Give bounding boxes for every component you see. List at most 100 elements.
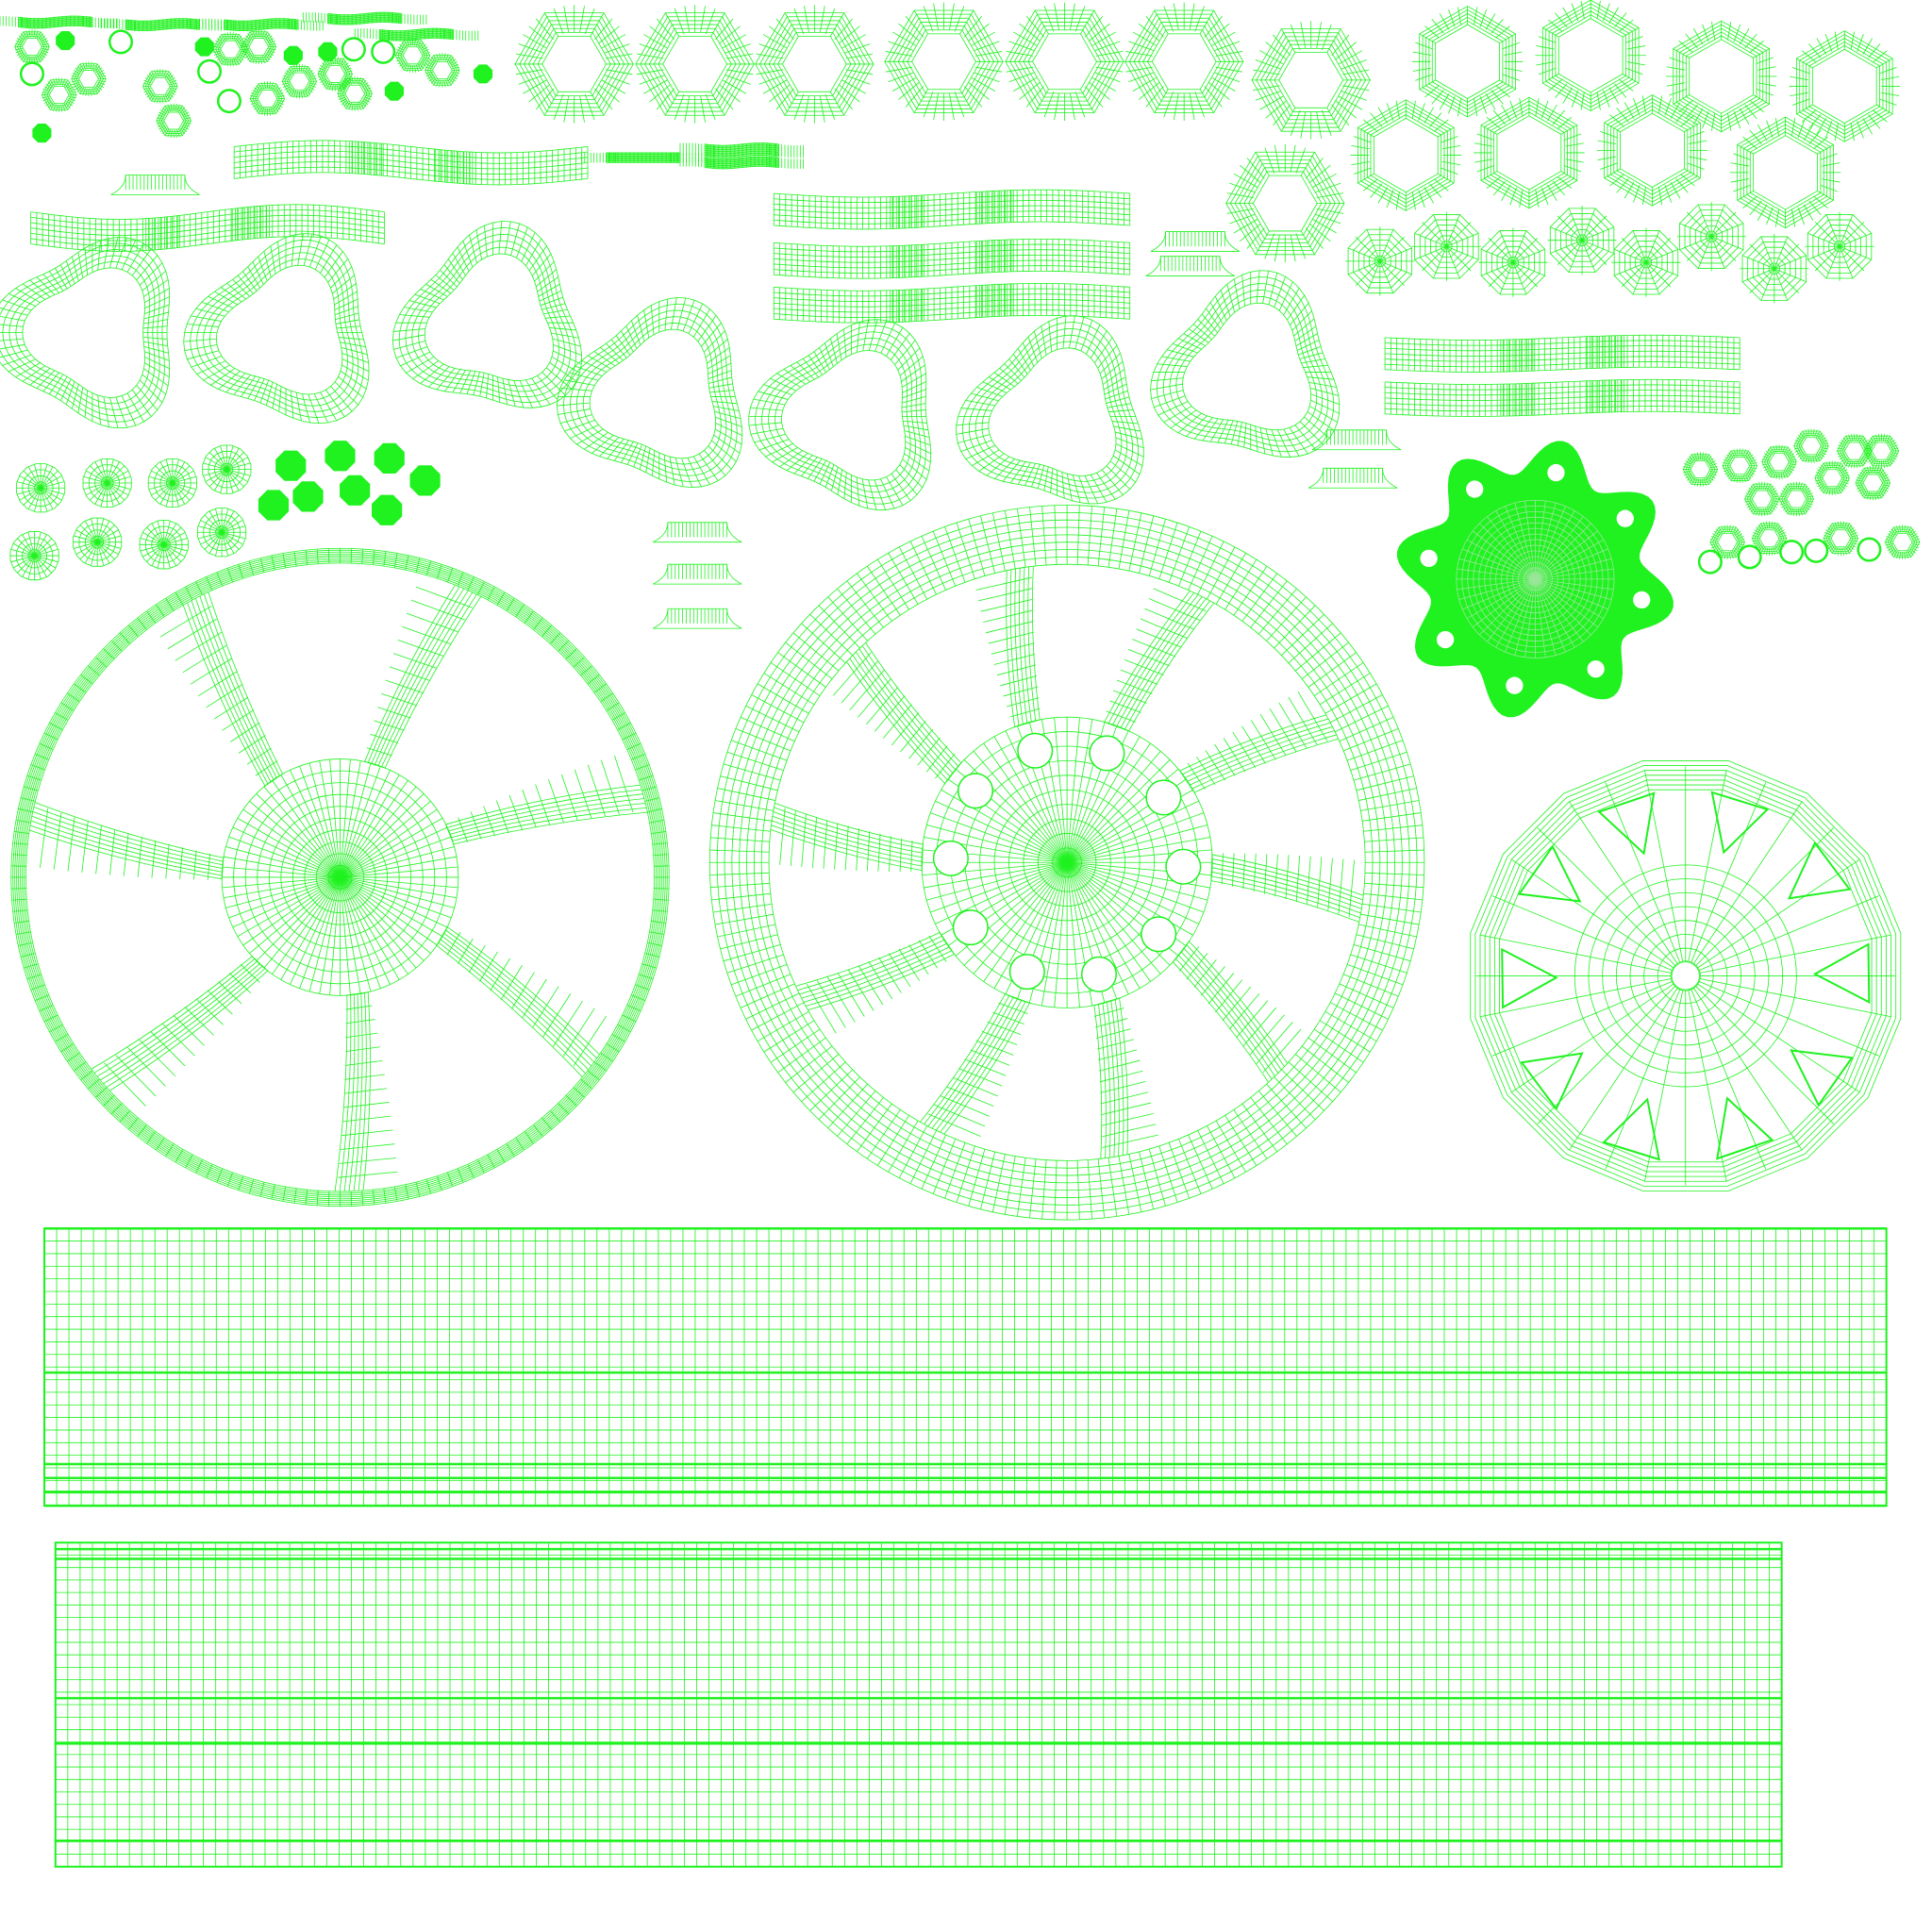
small-filled-nut	[319, 42, 337, 60]
lug-seat-island	[1151, 271, 1340, 458]
hub-flange-island	[1397, 441, 1673, 717]
small-hex-island	[1864, 434, 1899, 469]
small-hex-island	[143, 69, 178, 104]
hex-ring-island	[1535, 0, 1646, 111]
small-circle-island	[1805, 540, 1827, 562]
spoke	[29, 803, 224, 880]
small-hex-island	[425, 53, 460, 88]
small-circle-island	[1858, 539, 1881, 561]
small-filled-nut	[284, 46, 302, 64]
small-hex-island	[1824, 521, 1858, 556]
bracket-island	[1308, 468, 1397, 488]
tire-sidewall-strip-island	[56, 1542, 1782, 1867]
lug-seat-island	[557, 298, 741, 488]
spoke	[1092, 998, 1158, 1159]
dome-island	[1345, 226, 1414, 295]
small-filled-nut	[57, 31, 75, 49]
spoke	[1172, 941, 1301, 1083]
small-hex-island	[213, 32, 248, 67]
curved-strip-island	[774, 283, 1129, 323]
small-hex-island	[250, 81, 285, 116]
lug-seat-island	[749, 320, 931, 510]
spoke	[920, 993, 1031, 1137]
small-hex-island	[1779, 482, 1814, 517]
hex-ring-island	[1666, 21, 1777, 132]
bolt-head-island	[9, 531, 58, 580]
small-strip-island	[303, 12, 426, 25]
filled-bolt-island	[293, 482, 323, 511]
bracket-island	[653, 608, 741, 628]
filled-bolt-island	[258, 491, 288, 520]
small-strip-island	[0, 16, 117, 28]
hex-ring-island	[1597, 95, 1708, 207]
bolt-head-island	[83, 458, 132, 508]
hex-nut-island	[1006, 3, 1124, 121]
curved-strip-island	[234, 141, 588, 185]
dome-island	[1611, 228, 1680, 297]
filled-bolt-island	[276, 451, 306, 480]
small-hex-island	[157, 104, 192, 139]
small-hex-island	[1856, 466, 1890, 501]
curved-strip-island	[1385, 335, 1740, 372]
hex-nut-island	[1252, 21, 1370, 139]
spoke	[795, 931, 955, 1033]
dome-island	[1478, 228, 1547, 297]
filled-bolt-island	[410, 466, 440, 495]
spoke	[771, 803, 923, 872]
filled-bolt-island	[375, 443, 404, 473]
small-hex-island	[1752, 521, 1787, 556]
small-hex-island	[1815, 460, 1850, 495]
bolt-head-island	[16, 463, 65, 512]
bracket-island	[1146, 257, 1235, 276]
dome-island	[1805, 212, 1874, 281]
spoke	[1179, 691, 1339, 793]
hex-nut-island	[1124, 3, 1242, 121]
small-hex-island	[1744, 482, 1779, 517]
spoke	[436, 926, 607, 1077]
bracket-island	[1312, 430, 1401, 450]
bolt-head-island	[197, 508, 246, 557]
lug-seat-island	[392, 222, 581, 408]
small-hex-island	[72, 61, 107, 96]
dome-island	[1547, 206, 1616, 275]
small-filled-nut	[474, 65, 491, 83]
wheel-face-island-right	[709, 506, 1424, 1221]
spoke	[1103, 589, 1214, 732]
small-hex-island	[282, 64, 317, 99]
spoke	[92, 956, 269, 1107]
center-cap-island	[1471, 760, 1901, 1191]
small-circle-island	[1739, 546, 1761, 569]
bolt-head-island	[148, 458, 197, 508]
bolt-head-island	[140, 520, 189, 569]
small-hex-island	[1683, 452, 1718, 487]
lug-seat-island	[0, 238, 170, 428]
dome-island	[1740, 234, 1808, 303]
small-hex-island	[1837, 434, 1872, 469]
small-circle-island	[21, 63, 43, 86]
hex-nut-island	[885, 3, 1003, 121]
small-filled-nut	[195, 38, 213, 56]
small-hex-island	[1723, 448, 1757, 483]
spoke	[445, 756, 647, 845]
bolt-head-island	[202, 445, 251, 494]
small-hex-island	[242, 29, 276, 64]
bracket-island	[1151, 232, 1240, 252]
small-hex-island	[1885, 525, 1920, 559]
small-strip-island	[355, 28, 478, 41]
small-circle-island	[372, 41, 394, 63]
small-circle-island	[198, 60, 221, 83]
uv-islands	[0, 0, 1920, 1867]
small-hex-island	[1710, 525, 1745, 559]
small-hex-island	[1762, 445, 1797, 480]
small-hex-island	[15, 29, 50, 64]
tire-tread-strip-island	[44, 1228, 1887, 1506]
small-hex-island	[42, 77, 76, 112]
lug-seat-island	[957, 316, 1144, 504]
spoke	[335, 991, 397, 1191]
hex-ring-island	[1789, 31, 1900, 142]
spoke	[363, 585, 480, 768]
spoke	[976, 566, 1041, 727]
small-strip-island	[680, 157, 804, 169]
bolt-head-island	[73, 518, 122, 567]
hex-nut-island	[756, 5, 874, 123]
